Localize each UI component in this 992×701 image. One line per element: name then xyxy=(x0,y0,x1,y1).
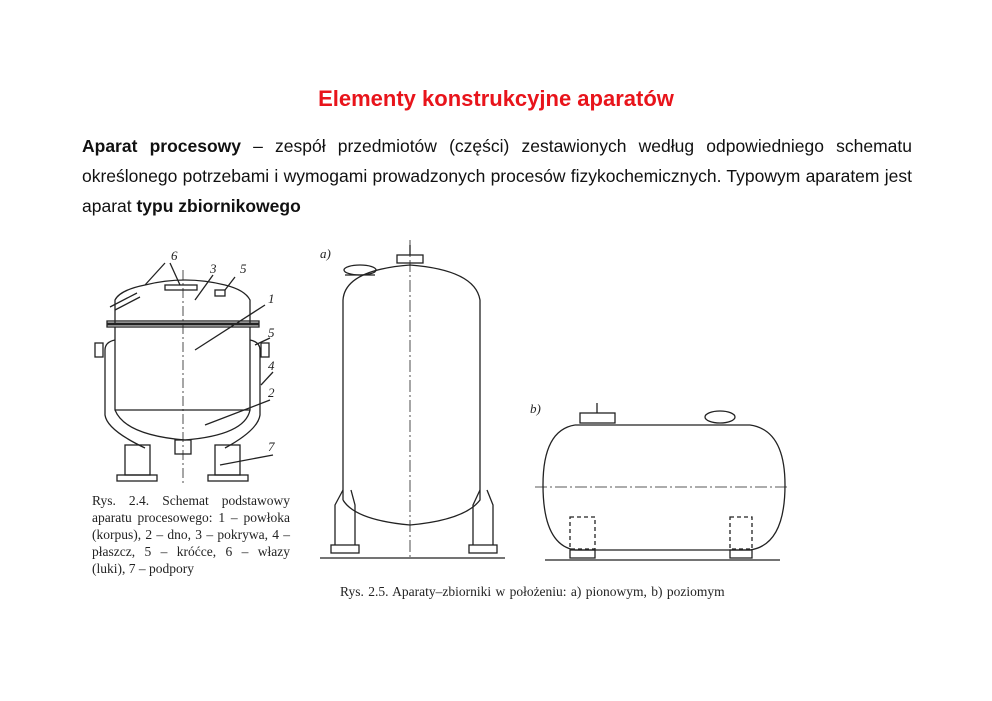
definition-text: – zespół przedmiotów (części) zestawiony… xyxy=(82,136,912,216)
label-4: 4 xyxy=(268,358,275,373)
label-5-side: 5 xyxy=(268,325,275,340)
vertical-tank-diagram: a) xyxy=(320,240,505,560)
label-6: 6 xyxy=(171,248,178,263)
label-2: 2 xyxy=(268,385,275,400)
label-a: a) xyxy=(320,246,331,261)
term: Aparat procesowy xyxy=(82,136,241,156)
label-1: 1 xyxy=(268,291,275,306)
process-vessel-diagram: 1 2 3 4 5 5 6 7 xyxy=(94,248,275,485)
slide-title: Elementy konstrukcyjne aparatów xyxy=(318,86,674,111)
figure1-caption: Rys. 2.4. Schemat podstawowy aparatu pro… xyxy=(92,493,290,576)
label-7: 7 xyxy=(268,439,275,454)
horizontal-tank-diagram: b) xyxy=(530,401,790,561)
figure2-caption: Rys. 2.5. Aparaty–zbiorniki w położeniu:… xyxy=(340,584,725,599)
label-b: b) xyxy=(530,401,541,416)
label-5-top: 5 xyxy=(240,261,247,276)
definition-paragraph: Aparat procesowy – zespół przedmiotów (c… xyxy=(82,131,912,221)
label-3: 3 xyxy=(209,261,217,276)
emphasis-text: typu zbiornikowego xyxy=(136,196,301,216)
